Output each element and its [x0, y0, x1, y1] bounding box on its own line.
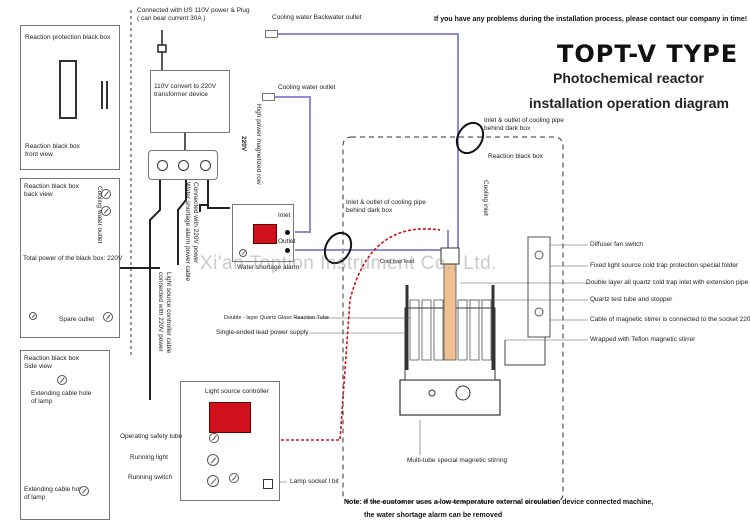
- back-view-label: Reaction black box back view: [24, 183, 79, 198]
- cable-hole-bottom-icon: [79, 486, 89, 496]
- running-switch-icon[interactable]: [207, 475, 219, 487]
- cooling-outlet-port: [262, 93, 275, 101]
- back-outlet-icon: [101, 189, 111, 199]
- alarm-power-wire: [177, 180, 187, 265]
- watermark: Xi'an Toption Instrument Co., Ltd.: [200, 253, 497, 274]
- running-light-label: Running light: [130, 454, 168, 461]
- backwater-outlet-port: [265, 30, 278, 38]
- page-subtitle-2: installation operation diagram: [529, 95, 729, 111]
- pipe-inlet-ring-left: [323, 231, 353, 265]
- cooling-pipe-left-label: Inlet & outlet of cooling pipe behind da…: [346, 199, 426, 214]
- total-power-socket-icon: [29, 312, 37, 320]
- pipe-inlet-ring-right: [455, 121, 485, 155]
- lamp-cable: [267, 228, 441, 482]
- quartz-test-label: Quartz test tube and stopper: [590, 296, 673, 303]
- lamp-socket-icon: [263, 479, 273, 489]
- alarm-inlet-label: Inlet: [278, 212, 291, 219]
- strip-socket-icon: [157, 160, 168, 171]
- protection-box-title: Reaction protection black box: [25, 34, 111, 41]
- cable-hole-bottom-label: Extending cable hole of lamp: [24, 486, 84, 501]
- outlet-panel: [527, 236, 551, 338]
- backwater-outlet-label: Cooling water Backwater outlet: [272, 14, 362, 21]
- controller-display: [209, 402, 251, 433]
- cooling-outlet-pipe: [275, 96, 311, 233]
- teflon-label: Wrapped with Teflon magnetic stirrer: [590, 336, 696, 343]
- alarm-outlet-port: [285, 248, 290, 253]
- fixed-folder-label: Fixed light source cold trap protection …: [590, 262, 739, 269]
- running-light-icon: [207, 454, 219, 466]
- running-switch-knob[interactable]: [229, 473, 239, 483]
- page-title: TOPT-V TYPE: [557, 40, 739, 68]
- controller-cable-vert-label: Light source controller cable: [165, 272, 172, 354]
- side-view-label: Reaction black box Side view: [24, 355, 79, 370]
- total-power-label: Total power of the black box: 220V: [23, 255, 123, 262]
- controller-title: Light source controller: [205, 388, 269, 395]
- cable-hole-top-label: Extending cable hole of lamp: [31, 390, 92, 405]
- transformer-label: 110V convert to 220V transformer device: [154, 83, 217, 98]
- double-layer-label: Double layer all quartz cold trap inlet …: [586, 279, 749, 286]
- back-outlet-icon-2: [101, 206, 111, 216]
- alarm-power-vert-label-2: Connected with 220V power: [192, 182, 199, 264]
- front-view-label: Reaction black box front view: [25, 143, 80, 158]
- backwater-pipe: [278, 33, 459, 248]
- spare-outlet-label: Spare outlet: [59, 316, 95, 323]
- front-latch: [101, 81, 103, 109]
- v220-label: 220V: [240, 136, 247, 152]
- black-box-back: Reaction black box back view Total power…: [20, 178, 123, 338]
- front-window: [59, 60, 77, 119]
- magnetic-cable-label: Cable of magnetic stirrer is connected t…: [590, 316, 750, 323]
- cooling-outlet-vert-label: Cooling water outlet: [96, 186, 103, 244]
- multi-tube-label: Multi-tube special magnetic stirring: [407, 457, 508, 464]
- alarm-power-vert-label: Water shortage alarm power cable: [184, 182, 191, 282]
- light-source-controller: Light source controller: [180, 381, 280, 501]
- cooling-inlet-vert-label: Cooling inlet: [482, 180, 489, 216]
- black-box-side: Reaction black box Side view Extending c…: [20, 350, 110, 520]
- lamp-tube: [443, 261, 457, 361]
- cooling-pipe-right-label: Inlet & outlet of cooling pipe behind da…: [484, 117, 564, 132]
- cable-hole-top-icon: [57, 375, 67, 385]
- strip-socket-icon-3: [200, 160, 211, 171]
- controller-power-wire: [149, 180, 161, 400]
- water-shortage-alarm-device: Inlet Outlet: [232, 204, 296, 262]
- plug-icon: [157, 30, 167, 53]
- controller-cable-vert-label-2: connected with 220V power: [157, 272, 164, 352]
- alarm-power-icon: [239, 249, 247, 257]
- cold-trap-label: Cold trap lead: [380, 259, 415, 265]
- lead-power-label: Single-ended lead power supply: [216, 329, 309, 336]
- alarm-inlet-port: [285, 230, 290, 235]
- strip-socket-icon-2: [178, 160, 189, 171]
- water-shortage-alarm-label: Water shortage alarm: [237, 264, 300, 271]
- protection-box-front: Reaction protection black box Reaction b…: [20, 25, 120, 170]
- lamp-socket-label: Lamp socket l bit: [290, 478, 339, 485]
- page-subtitle: Photochemical reactor: [553, 70, 704, 86]
- note-line-1: Note: If the customer uses a low-tempera…: [344, 499, 654, 506]
- cooling-outlet-label: Cooling water outlet: [278, 84, 336, 91]
- spare-outlet-icon: [103, 312, 113, 322]
- running-switch-label: Running switch: [128, 474, 173, 481]
- power-strip: [148, 150, 218, 180]
- bottom-note: Note: If the customer uses a low-tempera…: [344, 496, 653, 522]
- magnet-label: High power magnetized row: [255, 104, 262, 185]
- front-latch-2: [106, 81, 108, 109]
- contact-notice: If you have any problems during the inst…: [434, 16, 748, 23]
- quartz-tube-label: Double - layer Quartz Glass Reaction Tub…: [224, 315, 329, 321]
- transformer-device: 110V convert to 220V transformer device: [150, 70, 230, 133]
- plug-label: Connected with US 110V power & Plug ( ca…: [137, 7, 250, 22]
- alarm-outlet-label: Outlet: [278, 238, 296, 245]
- diffuser-switch-label: Diffuser fan switch: [590, 241, 643, 248]
- note-line-2: the water shortage alarm can be removed: [364, 512, 503, 519]
- reaction-black-box-label: Reaction black box: [488, 153, 543, 160]
- reaction-black-box-outline: [342, 136, 564, 503]
- safety-tube-label: Operating safety tube: [120, 433, 183, 440]
- alarm-display: [253, 224, 277, 244]
- stirrer-base: [399, 379, 501, 416]
- safety-tube-icon[interactable]: [209, 433, 219, 443]
